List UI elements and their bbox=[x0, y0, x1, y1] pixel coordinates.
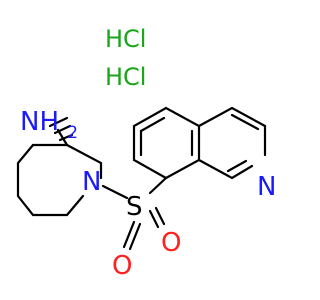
s-o-left-bond-1 bbox=[122, 220, 136, 249]
molecule-structure: HCl HCl NH 2 N S O O bbox=[16, 25, 276, 281]
ring-nitrogen-label: N bbox=[82, 167, 101, 197]
benzene-ring-bonds bbox=[132, 106, 201, 180]
amine-label: NH 2 bbox=[20, 107, 78, 143]
amine-main-text: NH bbox=[20, 107, 59, 137]
isoquinoline-nitrogen-label: N bbox=[257, 172, 276, 202]
stereo-hash-bond-1 bbox=[56, 128, 69, 147]
structure-canvas: HCl HCl NH 2 N S O O bbox=[16, 25, 276, 281]
salt-label-1: HCl bbox=[105, 25, 146, 53]
pyridine-upper-bonds bbox=[197, 106, 267, 128]
piperidine-ring-bonds bbox=[16, 143, 103, 217]
salt-label-2: HCl bbox=[105, 63, 146, 91]
pyridine-lower-bonds bbox=[197, 158, 254, 180]
amine-subscript: 2 bbox=[67, 123, 78, 143]
s-aryl-bond bbox=[148, 176, 168, 195]
stereo-hash-bond-3 bbox=[53, 124, 72, 135]
n-s-bond bbox=[101, 184, 129, 200]
s-o-left-bond-2 bbox=[128, 222, 142, 251]
left-oxygen-label: O bbox=[112, 251, 132, 281]
benzene-double-bond-1 bbox=[139, 116, 166, 133]
pyridine-double-bond-1 bbox=[230, 113, 260, 131]
s-o-right-bond-1 bbox=[148, 209, 160, 229]
right-oxygen-label: O bbox=[161, 228, 181, 258]
sulfur-label: S bbox=[126, 192, 143, 222]
stereo-hash-bond-2 bbox=[58, 133, 74, 142]
pyridine-double-bond-2 bbox=[226, 159, 248, 173]
s-o-right-bond-2 bbox=[154, 206, 166, 226]
stereo-hash-bond-4 bbox=[48, 116, 69, 128]
